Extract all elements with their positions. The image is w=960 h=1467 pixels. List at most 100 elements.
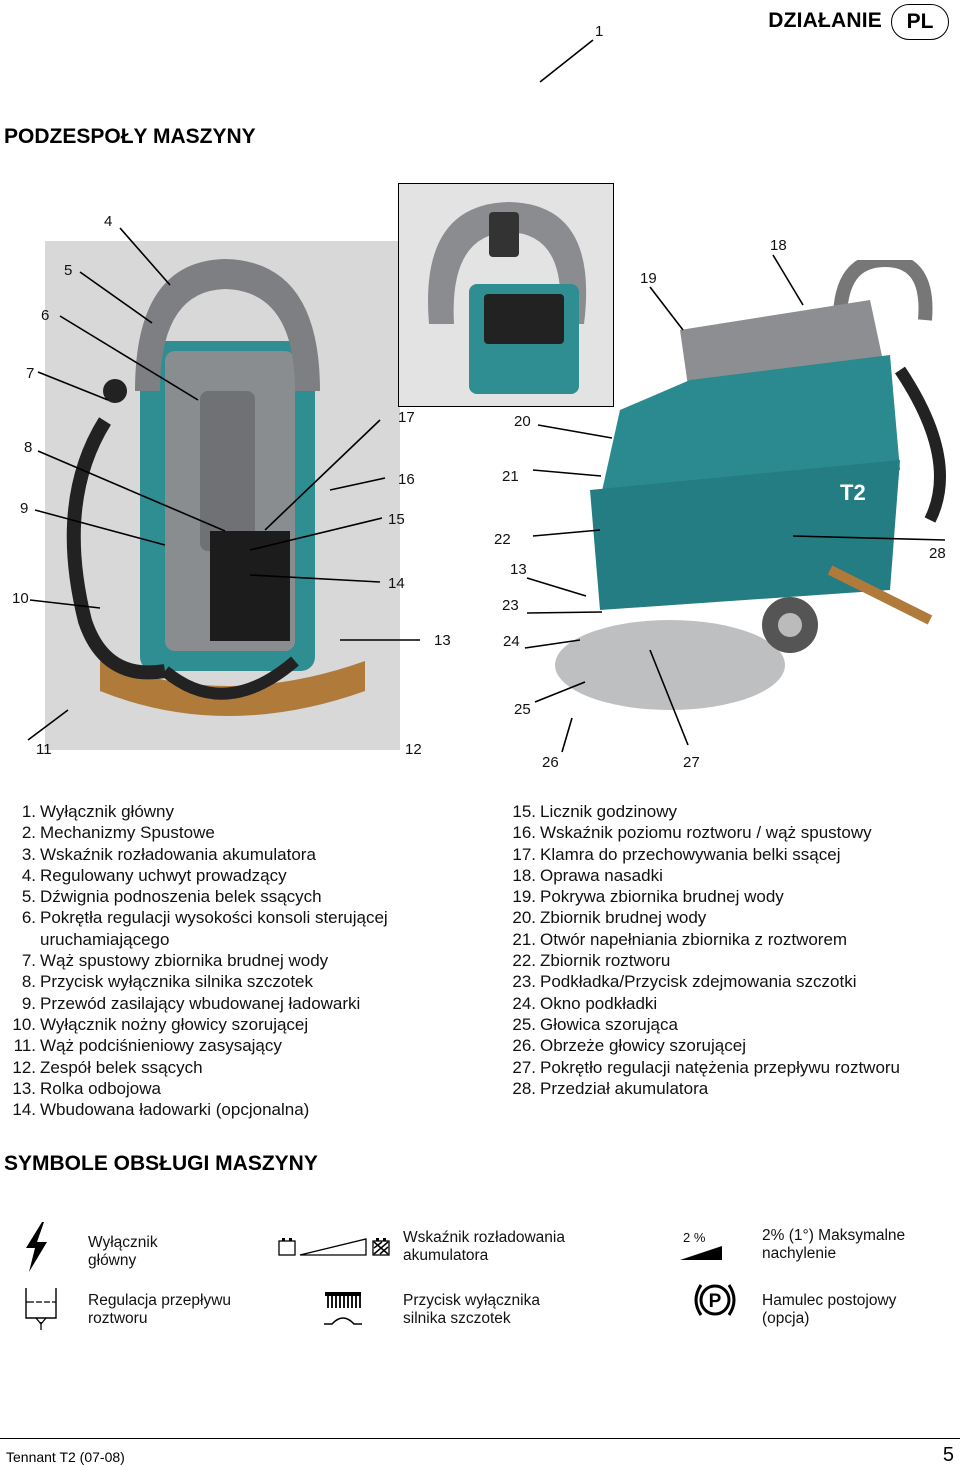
part-description: Wyłącznik nożny głowicy szorującej <box>40 1014 309 1034</box>
lightning-icon <box>26 1222 47 1272</box>
part-description: Obrzeże głowicy szorującej <box>540 1036 746 1056</box>
callout-1: 1 <box>595 23 603 40</box>
part-number: 24. <box>512 993 536 1013</box>
part-list-item: 20.Zbiornik brudnej wody <box>502 907 957 928</box>
slope-icon <box>680 1246 722 1260</box>
part-description: Zespół belek ssących <box>40 1057 203 1077</box>
part-number: 11. <box>13 1036 36 1056</box>
part-description: Przewód zasilający wbudowanej ładowarki <box>40 993 361 1013</box>
part-description: Zbiornik brudnej wody <box>540 908 707 928</box>
symbol-main-switch-label: Wyłącznik główny <box>88 1234 158 1269</box>
symbol-brake-label: Hamulec postojowy (opcja) <box>762 1292 897 1327</box>
part-list-item: 23.Podkładka/Przycisk zdejmowania szczot… <box>502 971 957 992</box>
solution-flow-icon <box>25 1288 57 1330</box>
part-list-item: 25.Głowica szorująca <box>502 1014 957 1035</box>
callout-leaders <box>27 39 946 753</box>
svg-text:P: P <box>709 1291 722 1312</box>
part-number: 4. <box>21 865 36 885</box>
footer-document-id: Tennant T2 (07-08) <box>6 1449 125 1465</box>
part-number: 3. <box>21 844 36 864</box>
part-list-item: 5.Dźwignia podnoszenia belek ssących <box>2 886 472 907</box>
part-description: Wskaźnik rozładowania akumulatora <box>40 844 316 864</box>
part-number: 2. <box>21 823 36 843</box>
symbol-flow-label: Regulacja przepływu roztworu <box>88 1292 232 1327</box>
part-list-item: 28.Przedział akumulatora <box>502 1078 957 1099</box>
part-description: Otwór napełniania zbiornika z roztworem <box>540 929 848 949</box>
part-description: Wąż podciśnieniowy zasysający <box>40 1036 282 1056</box>
part-description: Wbudowana ładowarki (opcjonalna) <box>40 1100 310 1120</box>
part-number: 23. <box>512 972 536 992</box>
part-number: 20. <box>512 908 536 928</box>
part-list-item: 17.Klamra do przechowywania belki ssącej <box>502 844 957 865</box>
callout-27: 27 <box>683 754 700 771</box>
part-description: Mechanizmy Spustowe <box>40 823 215 843</box>
callout-26: 26 <box>542 754 559 771</box>
part-list-item: 7.Wąż spustowy zbiornika brudnej wody <box>2 950 472 971</box>
callout-22: 22 <box>494 531 511 548</box>
section-title-components: PODZESPOŁY MASZYNY <box>4 125 256 148</box>
part-list-item: 12.Zespół belek ssących <box>2 1057 472 1078</box>
callout-14: 14 <box>388 575 405 592</box>
callout-12: 12 <box>405 741 422 758</box>
part-list-item: 8.Przycisk wyłącznika silnika szczotek <box>2 971 472 992</box>
part-list-item: 22.Zbiornik roztworu <box>502 950 957 971</box>
part-list-item: 6.Pokrętła regulacji wysokości konsoli s… <box>2 907 472 950</box>
callout-10: 10 <box>12 590 29 607</box>
part-description: Okno podkładki <box>540 993 658 1013</box>
part-number: 28. <box>512 1078 536 1098</box>
part-description: Pokrętła regulacji wysokości konsoli ste… <box>40 908 388 949</box>
part-description: Licznik godzinowy <box>540 802 678 821</box>
callout-6: 6 <box>41 307 49 324</box>
brush-motor-icon <box>324 1292 362 1325</box>
footer-rule <box>0 1438 960 1439</box>
callout-20: 20 <box>514 413 531 430</box>
part-description: Zbiornik roztworu <box>540 951 671 971</box>
language-badge: PL <box>891 4 949 40</box>
part-list-item: 18.Oprawa nasadki <box>502 865 957 886</box>
part-list-item: 11.Wąż podciśnieniowy zasysający <box>2 1035 472 1056</box>
callout-5: 5 <box>64 262 72 279</box>
part-description: Przycisk wyłącznika silnika szczotek <box>40 972 314 992</box>
part-list-item: 10.Wyłącznik nożny głowicy szorującej <box>2 1014 472 1035</box>
part-list-item: 13.Rolka odbojowa <box>2 1078 472 1099</box>
control-panel-illustration <box>399 184 613 406</box>
machine-rear-photo <box>45 241 400 750</box>
part-list-item: 9.Przewód zasilający wbudowanej ładowark… <box>2 993 472 1014</box>
part-number: 21. <box>512 929 536 949</box>
part-number: 1. <box>21 802 36 821</box>
part-number: 7. <box>21 951 36 971</box>
part-description: Dźwignia podnoszenia belek ssących <box>40 887 322 907</box>
callout-4: 4 <box>104 213 112 230</box>
part-number: 18. <box>512 865 536 885</box>
callout-17: 17 <box>398 409 415 426</box>
part-description: Klamra do przechowywania belki ssącej <box>540 844 841 864</box>
part-number: 19. <box>512 887 536 907</box>
callout-23: 23 <box>502 597 519 614</box>
part-number: 10. <box>12 1014 36 1034</box>
symbol-battery-label: Wskaźnik rozładowania akumulatora <box>403 1229 565 1264</box>
part-number: 15. <box>512 802 536 821</box>
part-list-item: 16.Wskaźnik poziomu roztworu / wąż spust… <box>502 822 957 843</box>
part-number: 9. <box>21 993 36 1013</box>
callout-11: 11 <box>36 741 52 758</box>
part-number: 27. <box>512 1057 536 1077</box>
part-number: 8. <box>21 972 36 992</box>
symbol-slope-label: 2% (1°) Maksymalne nachylenie <box>762 1227 906 1262</box>
part-description: Pokrętło regulacji natężenia przepływu r… <box>540 1057 901 1077</box>
svg-text:T2: T2 <box>840 480 866 505</box>
part-description: Pokrywa zbiornika brudnej wody <box>540 887 784 907</box>
callout-18: 18 <box>770 237 787 254</box>
machine-rear-illustration <box>45 241 400 750</box>
part-list-item: 14.Wbudowana ładowarki (opcjonalna) <box>2 1099 472 1120</box>
part-description: Podkładka/Przycisk zdejmowania szczotki <box>540 972 857 992</box>
callout-24: 24 <box>503 633 520 650</box>
page-number: 5 <box>942 1444 954 1466</box>
part-description: Głowica szorująca <box>540 1014 678 1034</box>
part-number: 13. <box>12 1078 36 1098</box>
part-description: Regulowany uchwyt prowadzący <box>40 865 287 885</box>
callout-15: 15 <box>388 511 405 528</box>
section-header-title: DZIAŁANIE <box>768 9 882 32</box>
part-number: 17. <box>512 844 536 864</box>
